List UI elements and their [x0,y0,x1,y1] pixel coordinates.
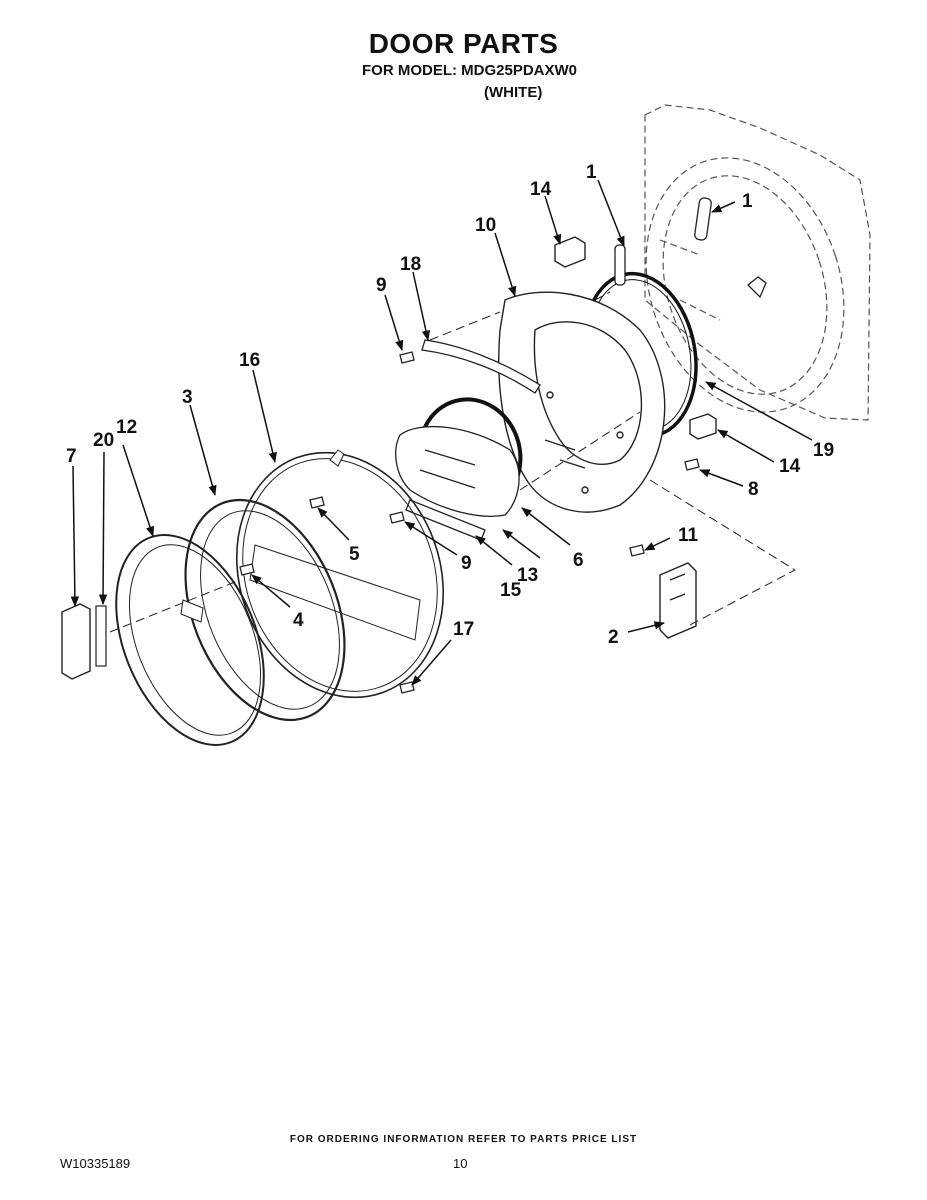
screw-11 [629,544,645,557]
callout-1-right: 1 [742,191,753,212]
door-glass-13 [395,426,520,517]
callout-11: 11 [678,525,699,546]
page-number: 10 [453,1156,468,1171]
screws [239,351,700,694]
callout-20: 20 [93,430,114,451]
callout-17: 17 [453,619,474,640]
front-panel-slot [694,197,767,299]
screw-8 [684,458,700,471]
label-20 [95,605,107,667]
hinge-14-lower [689,413,717,440]
screw-17 [399,681,415,694]
callout-15: 15 [500,580,522,601]
clip-1 [614,244,626,286]
callout-5: 5 [349,544,360,565]
callout-13: 13 [517,565,538,586]
dryer-front-panel [644,104,871,421]
color-label: (WHITE) [484,84,543,101]
callout-labels: 1 1 14 10 18 9 16 3 12 20 7 5 4 9 15 13 … [66,162,834,648]
callout-2: 2 [608,627,619,648]
inner-door-10 [498,291,666,513]
callout-9-lower: 9 [461,553,472,574]
outer-door-3 [184,498,346,722]
callout-16: 16 [239,350,260,371]
callout-10: 10 [475,215,496,236]
ordering-note: FOR ORDERING INFORMATION REFER TO PARTS … [289,1134,638,1145]
screw-9-upper [399,351,415,364]
callout-9-upper: 9 [376,275,387,296]
callout-19: 19 [813,440,834,461]
callout-14-top: 14 [530,179,552,200]
callout-14-lower: 14 [779,456,801,477]
screw-4 [239,563,255,576]
document-number: W10335189 [60,1156,131,1171]
callout-1-top: 1 [586,162,597,183]
strike-2 [659,562,697,639]
assembly-lines [109,291,797,633]
callout-7: 7 [66,446,77,467]
callout-8: 8 [748,479,759,500]
door-handle-7 [61,603,91,680]
callout-4: 4 [293,610,304,631]
model-line: FOR MODEL: MDG25PDAXW0 [362,62,578,79]
callout-18: 18 [400,254,421,275]
callout-12: 12 [116,417,137,438]
leader-lines [70,179,813,686]
page-title: DOOR PARTS [368,28,559,59]
callout-6: 6 [573,550,584,571]
hinge-14-upper [554,236,586,268]
hinge-strip-18 [421,339,541,394]
screw-9-lower [389,511,405,524]
door-trim-12 [115,534,265,746]
screw-5 [309,496,325,509]
callout-3: 3 [182,387,193,408]
